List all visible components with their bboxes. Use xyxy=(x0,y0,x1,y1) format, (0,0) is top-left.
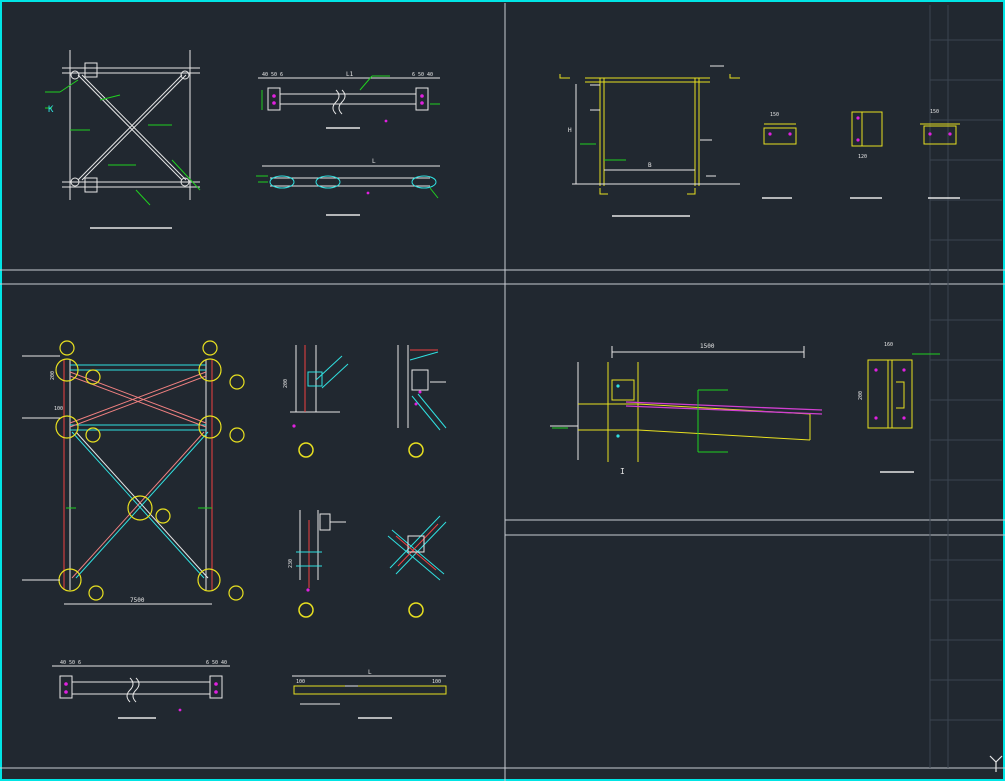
bracing-bay-elevation: 7500 200 100 xyxy=(22,340,245,605)
tie-rod-top-dims-right: 6 50 40 xyxy=(412,72,433,78)
section-a-width: 150 xyxy=(770,112,779,118)
section-details-top: 150 120 150 xyxy=(762,109,960,199)
frame-height-label: H xyxy=(568,127,572,134)
angle-span-label: L xyxy=(368,669,372,676)
column-level-mark: I xyxy=(620,467,625,476)
bay-width-label: 7500 xyxy=(130,597,145,604)
tie-rod-detail: L1 40 50 6 6 50 40 xyxy=(258,71,440,129)
cantilever-bracket-elevation: 1500 I xyxy=(550,343,823,476)
title-block xyxy=(929,5,1002,768)
node3-dim: 230 xyxy=(288,559,294,568)
cantilever-length-label: 1500 xyxy=(700,343,715,350)
angle-left-dim: 100 xyxy=(296,679,305,685)
lower-rod-dims-right: 6 50 40 xyxy=(206,660,227,666)
portal-frame-elevation: H B xyxy=(559,65,740,217)
bracing-rod-elevation: K xyxy=(45,50,201,229)
node-detail-4 xyxy=(387,515,447,618)
plate-section-detail: 160 200 xyxy=(858,342,940,473)
y-axis-icon xyxy=(989,755,1003,772)
node1-dim: 200 xyxy=(283,379,289,388)
node-detail-2 xyxy=(397,345,447,458)
rod-span-label: L xyxy=(372,158,376,165)
upper-dim-label: 200 xyxy=(50,371,56,380)
svg-text:K: K xyxy=(48,105,54,115)
turnbuckle-rod-detail: L xyxy=(256,158,440,216)
mid-dim-label: 100 xyxy=(54,406,63,412)
angle-right-dim: 100 xyxy=(432,679,441,685)
section-b-dim: 120 xyxy=(858,154,867,160)
node-detail-3: 230 xyxy=(288,510,346,618)
tie-rod-span-label: L1 xyxy=(346,71,354,78)
tie-rod-top-dims-left: 40 50 6 xyxy=(262,72,283,78)
node-detail-1: 200 xyxy=(283,345,349,458)
lower-rod-detail: 40 50 6 6 50 40 xyxy=(52,660,230,719)
plate-height-label: 200 xyxy=(858,391,864,400)
angle-member-detail: L 100 100 xyxy=(292,669,447,719)
frame-width-label: B xyxy=(648,162,652,169)
section-c-width: 150 xyxy=(930,109,939,115)
plate-width-label: 160 xyxy=(884,342,893,348)
lower-rod-dims-left: 40 50 6 xyxy=(60,660,81,666)
